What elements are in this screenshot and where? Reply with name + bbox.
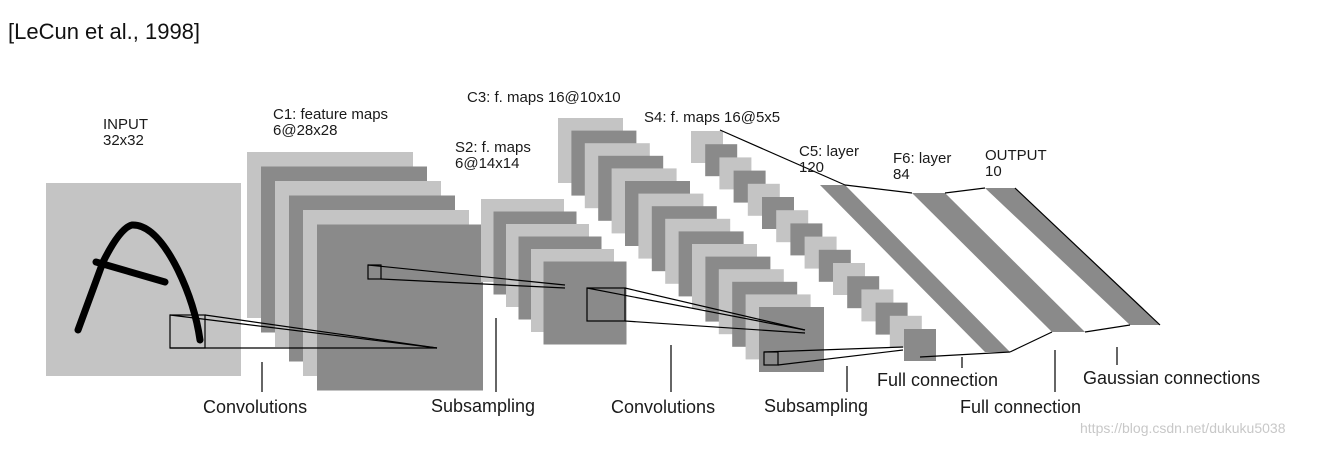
c5-label-size: 120	[799, 159, 825, 176]
fc-top-line-c5	[719, 129, 846, 186]
c3-label: C3: f. maps 16@10x10	[467, 90, 621, 105]
s2-map-6	[543, 261, 627, 345]
fc-bottom-line-output	[1084, 324, 1131, 333]
input-image	[46, 183, 241, 376]
citation-title: [LeCun et al., 1998]	[8, 19, 201, 44]
s2-label: S2: f. maps 6@14x14	[455, 140, 531, 171]
sub2-projection-lower	[777, 349, 904, 366]
f6-label-size: 84	[893, 166, 910, 183]
c3-map-16	[759, 307, 824, 372]
c1-label-size: 6@28x28	[273, 122, 338, 139]
op-subsampling-1: Subsampling	[431, 396, 536, 416]
s2-label-size: 6@14x14	[455, 155, 520, 172]
output-edge-right	[1014, 187, 1161, 326]
output-label-size: 10	[985, 163, 1002, 180]
conv1-projection-upper-right	[204, 314, 438, 349]
op-full-connection-2: Full connection	[960, 397, 1082, 417]
fc-bottom-line-c5	[919, 351, 1011, 358]
fc-top-line-f6	[844, 184, 913, 194]
c5-label: C5: layer 120	[799, 144, 859, 175]
op-convolutions-2: Convolutions	[611, 397, 716, 417]
c1-receptive-field	[367, 264, 382, 280]
sub1-projection-upper	[367, 264, 566, 286]
fc-top-line-output	[944, 187, 986, 194]
output-layer-band	[985, 188, 1160, 325]
f6-layer-band	[912, 193, 1085, 332]
conv2-projection-lower	[624, 320, 806, 334]
op-gaussian-connections: Gaussian connections	[1083, 368, 1261, 388]
conv2-projection-upper-right	[624, 287, 806, 331]
s2-receptive-field	[586, 287, 626, 322]
c1-label-name: C1: feature maps	[273, 106, 389, 123]
output-label: OUTPUT 10	[985, 148, 1047, 179]
conv2-projection-upper	[586, 287, 806, 331]
fc-bottom-line-f6	[1009, 331, 1053, 353]
op-full-connection-1: Full connection	[877, 370, 999, 390]
input-label-size: 32x32	[103, 132, 144, 149]
input-glyph-crossbar	[92, 258, 169, 286]
s4-label-name: S4: f. maps 16@5x5	[644, 109, 781, 126]
op-subsampling-2: Subsampling	[764, 396, 869, 416]
f6-label-name: F6: layer	[893, 150, 952, 167]
watermark: https://blog.csdn.net/dukuku5038	[1080, 420, 1286, 436]
c1-label: C1: feature maps 6@28x28	[273, 107, 388, 138]
output-label-name: OUTPUT	[985, 147, 1047, 164]
input-glyph-stroke-main	[74, 221, 204, 344]
c5-layer-band	[820, 185, 1010, 352]
input-label-name: INPUT	[103, 116, 148, 133]
conv1-projection-upper	[169, 314, 438, 349]
s2-label-name: S2: f. maps	[455, 139, 531, 156]
c5-label-name: C5: layer	[799, 143, 860, 160]
c3-label-name: C3: f. maps 16@10x10	[467, 89, 621, 106]
sub1-projection-lower	[380, 278, 566, 289]
input-label: INPUT 32x32	[103, 117, 148, 148]
op-convolutions-1: Convolutions	[203, 397, 308, 417]
s4-map-16	[904, 329, 936, 361]
s4-label: S4: f. maps 16@5x5	[644, 110, 780, 125]
f6-label: F6: layer 84	[893, 151, 951, 182]
c1-map-6	[317, 224, 483, 391]
sub2-projection-upper	[763, 346, 904, 353]
